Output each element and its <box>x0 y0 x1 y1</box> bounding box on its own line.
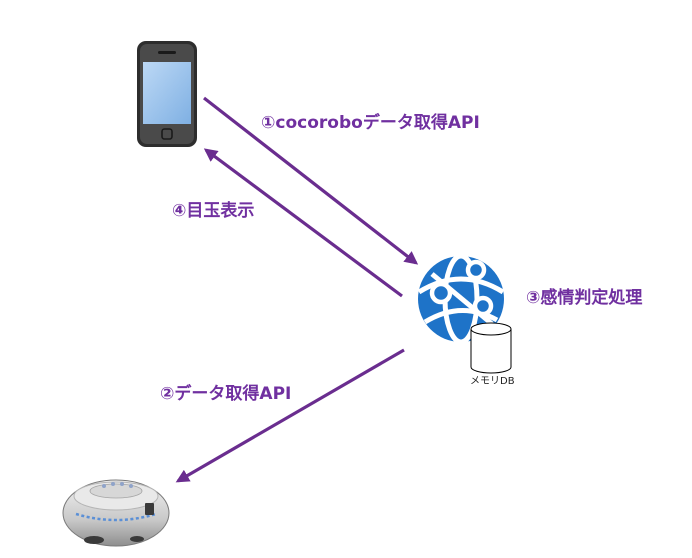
step2-label: ②データ取得API <box>160 386 291 403</box>
step3-text: 感情判定処理 <box>540 288 643 308</box>
step1-label: ①cocoroboデータ取得API <box>261 115 480 132</box>
database-cylinder-icon <box>470 322 512 374</box>
arrow-step1 <box>203 96 419 265</box>
arrow-step4 <box>203 148 403 298</box>
robot-cleaner-icon <box>62 479 170 547</box>
step4-number: ④ <box>172 201 187 221</box>
arrow-step2 <box>175 348 405 483</box>
memory-db-label: メモリDB <box>470 376 515 387</box>
smartphone-icon <box>137 41 197 147</box>
step3-label: ③感情判定処理 <box>526 290 642 307</box>
step2-number: ② <box>160 384 175 404</box>
step1-number: ① <box>261 113 276 133</box>
step3-number: ③ <box>526 288 541 308</box>
step2-text: データ取得API <box>174 384 292 404</box>
step1-text: cocoroboデータ取得API <box>275 113 480 133</box>
step4-text: 目玉表示 <box>186 201 255 221</box>
step4-label: ④目玉表示 <box>172 203 254 220</box>
web-globe-icon <box>417 253 505 345</box>
